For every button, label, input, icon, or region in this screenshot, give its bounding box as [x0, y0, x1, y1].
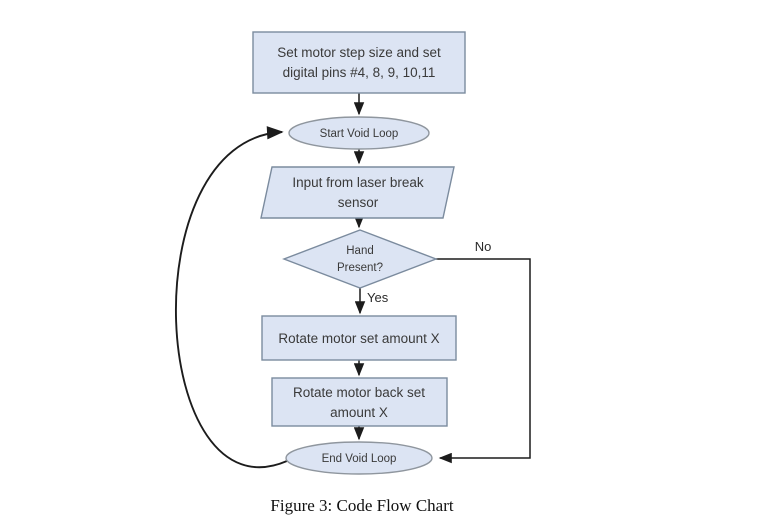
- edge-loop-back: [174, 126, 288, 469]
- setup-node: [252, 31, 466, 94]
- laser-input-node: [260, 166, 455, 219]
- figure-caption: Figure 3: Code Flow Chart: [270, 496, 453, 515]
- start-loop-node-label: Start Void Loop: [320, 128, 399, 140]
- hand-present-node: [282, 229, 438, 289]
- no-branch-label: No: [475, 239, 492, 254]
- start-loop-node: [288, 116, 430, 150]
- setup-node-label-line1: Set motor step size and set: [277, 45, 441, 60]
- laser-input-node-label-line1: Input from laser break: [292, 175, 424, 190]
- end-loop-node: [285, 441, 433, 475]
- yes-branch-label: Yes: [367, 290, 389, 305]
- rotate-motor-node: [261, 315, 457, 361]
- edge-decision-no: [436, 258, 531, 464]
- end-loop-node-label: End Void Loop: [322, 453, 397, 465]
- hand-present-node-label-line2: Present?: [337, 262, 383, 274]
- rotate-back-node-label-line2: amount X: [330, 405, 388, 420]
- hand-present-node-label-line1: Hand: [346, 245, 374, 257]
- laser-input-node-label-line2: sensor: [338, 195, 379, 210]
- rotate-back-node: [271, 377, 448, 427]
- rotate-motor-node-label: Rotate motor set amount X: [278, 331, 439, 346]
- rotate-back-node-label-line1: Rotate motor back set: [293, 385, 425, 400]
- setup-node-label-line2: digital pins #4, 8, 9, 10,11: [283, 65, 436, 80]
